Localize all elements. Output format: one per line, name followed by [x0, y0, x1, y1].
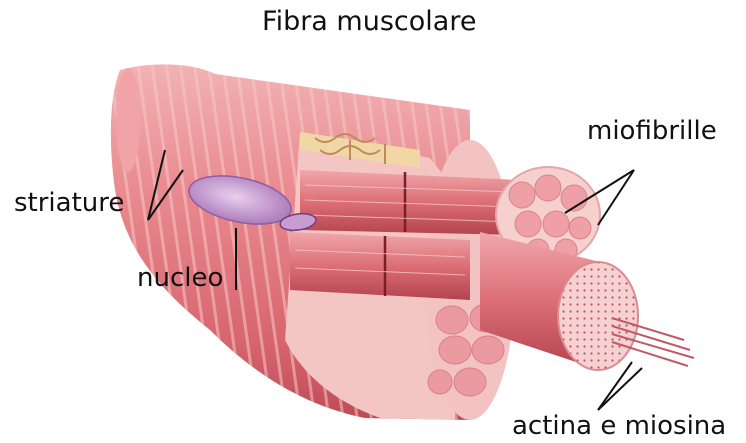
label-myofibrils: miofibrille	[587, 118, 717, 144]
myofibril-rod-middle	[290, 232, 470, 300]
myofibril-rod-upper	[300, 170, 520, 235]
label-nucleus: nucleo	[137, 265, 223, 291]
label-striations: striature	[14, 190, 124, 216]
label-actin-myosin: actina e miosina	[512, 413, 726, 439]
myofibril-dotted-face	[558, 262, 638, 370]
diagram-title: Fibra muscolare	[262, 8, 476, 35]
fiber-left-end	[116, 68, 140, 172]
